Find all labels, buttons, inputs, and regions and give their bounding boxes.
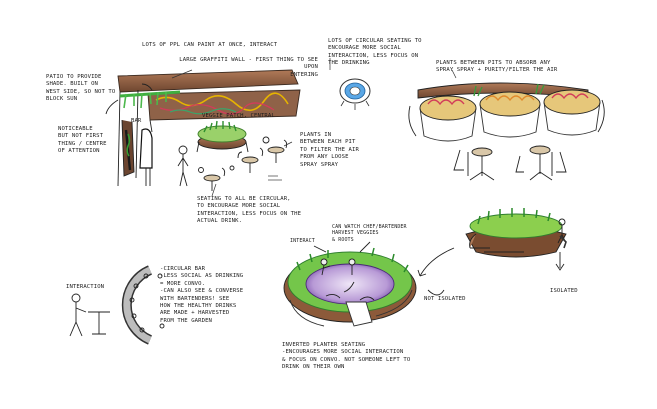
note-lots-of-ppl: Lots of ppl can paint at once, interact	[142, 42, 278, 48]
note-can-watch-chef: Can watch chef/bartender harvest veggies…	[332, 224, 407, 243]
note-isolated: Isolated	[550, 288, 578, 294]
note-interaction-left: Interaction	[66, 284, 105, 290]
note-circular-bar: -Circular bar -Less social as drinking =…	[160, 266, 244, 324]
veggie-patch-sketch	[196, 120, 288, 191]
patio-bar-sketch	[105, 69, 301, 187]
note-plants-between-pits-right: Plants between pits to absorb any spray …	[436, 60, 558, 74]
note-not-isolated: Not isolated	[424, 296, 466, 302]
note-veggie-patch: Veggie patch, central	[202, 113, 275, 119]
pits-with-plants-sketch	[408, 82, 605, 181]
note-patio-shade: Patio to provide shade. Built on west si…	[46, 74, 116, 103]
note-interact-small: Interact	[290, 238, 315, 244]
circular-seat-icon	[339, 78, 371, 110]
annotation-arrows	[171, 58, 457, 197]
note-circular-seating-top: Lots of circular seating to encourage mo…	[328, 38, 422, 67]
note-seating-circular: Seating to all be circular, to encourage…	[197, 196, 302, 225]
note-bar-label: Bar	[131, 118, 142, 124]
note-plants-between-pits-left: Plants in between each pit to filter the…	[300, 132, 359, 168]
note-noticeable: Noticeable but not first thing / centre …	[58, 126, 107, 155]
note-graffiti-wall: Large graffiti wall - first thing to see…	[179, 57, 318, 78]
circular-bar-sketch	[69, 265, 165, 345]
isolated-pit-sketch	[417, 208, 567, 296]
note-inverted-planter: Inverted planter seating -Encourages mor…	[282, 342, 411, 371]
inverted-planter-sketch	[283, 241, 417, 327]
